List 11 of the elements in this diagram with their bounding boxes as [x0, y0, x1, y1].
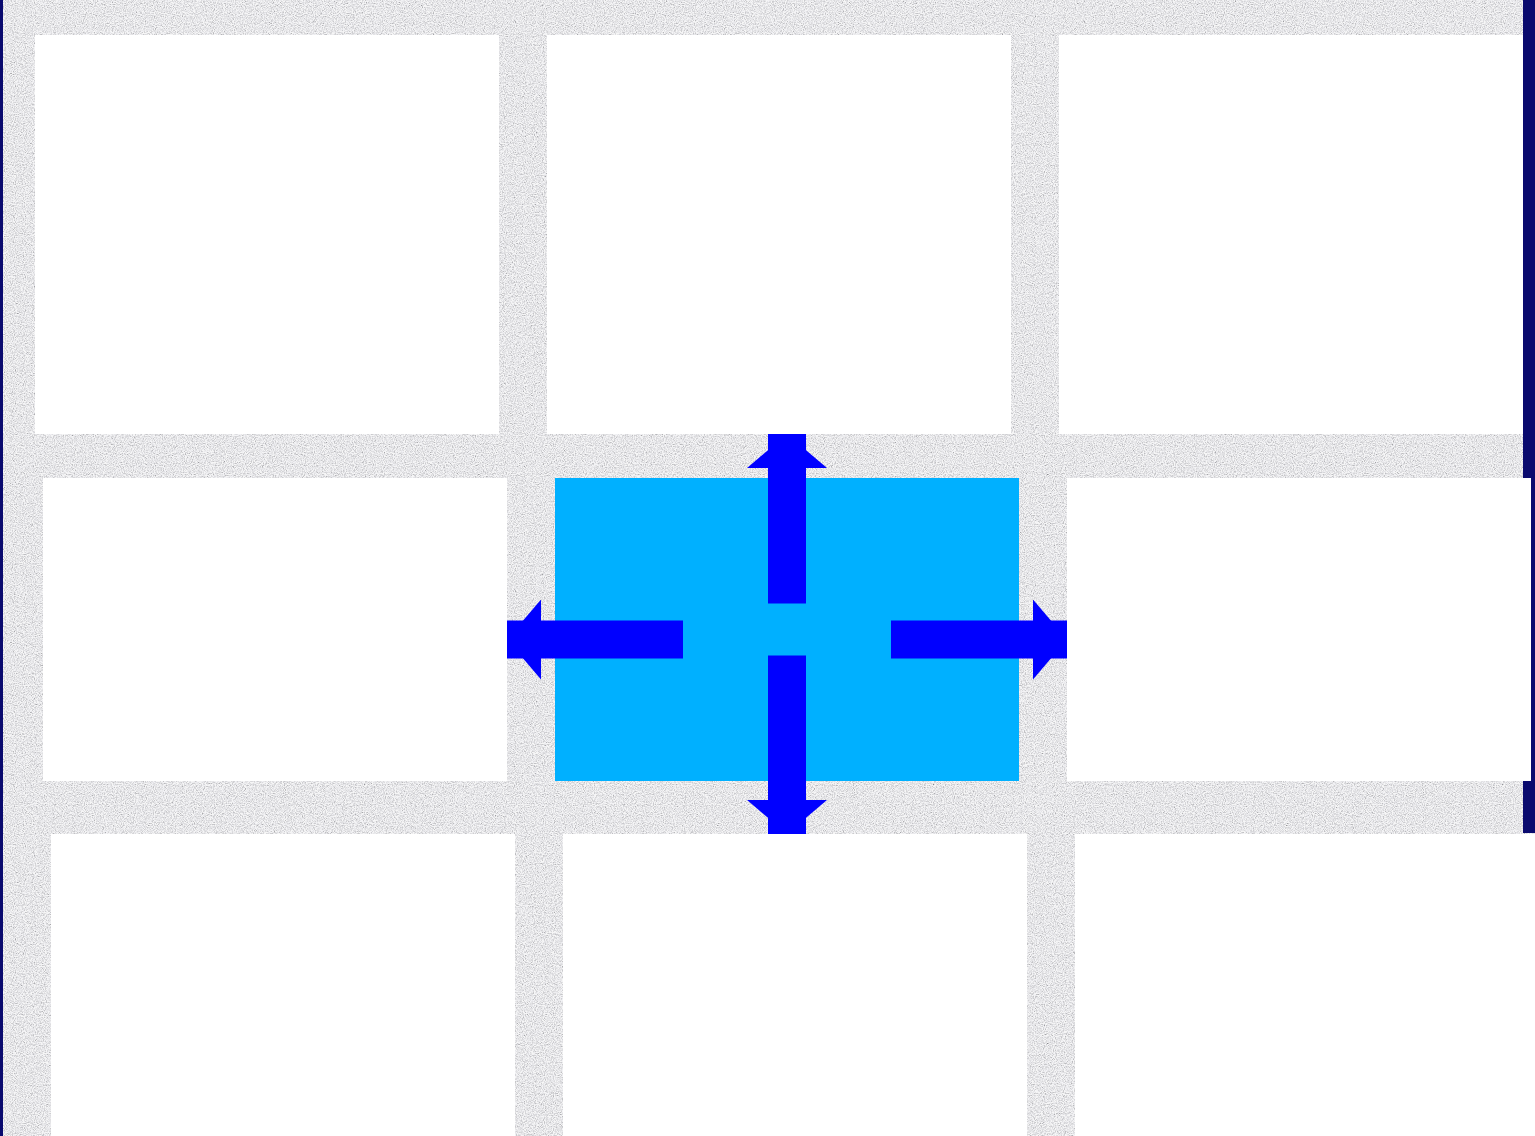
blank-box	[51, 834, 515, 1136]
arrow	[747, 655, 827, 834]
blank-box	[1059, 35, 1523, 434]
blank-box	[547, 35, 1011, 434]
blank-box	[563, 834, 1027, 1136]
blank-box	[43, 478, 507, 781]
arrow	[891, 599, 1067, 680]
blank-box	[1075, 834, 1535, 1136]
blank-box	[1067, 478, 1531, 781]
arrow	[507, 599, 683, 680]
blank-box	[35, 35, 499, 434]
